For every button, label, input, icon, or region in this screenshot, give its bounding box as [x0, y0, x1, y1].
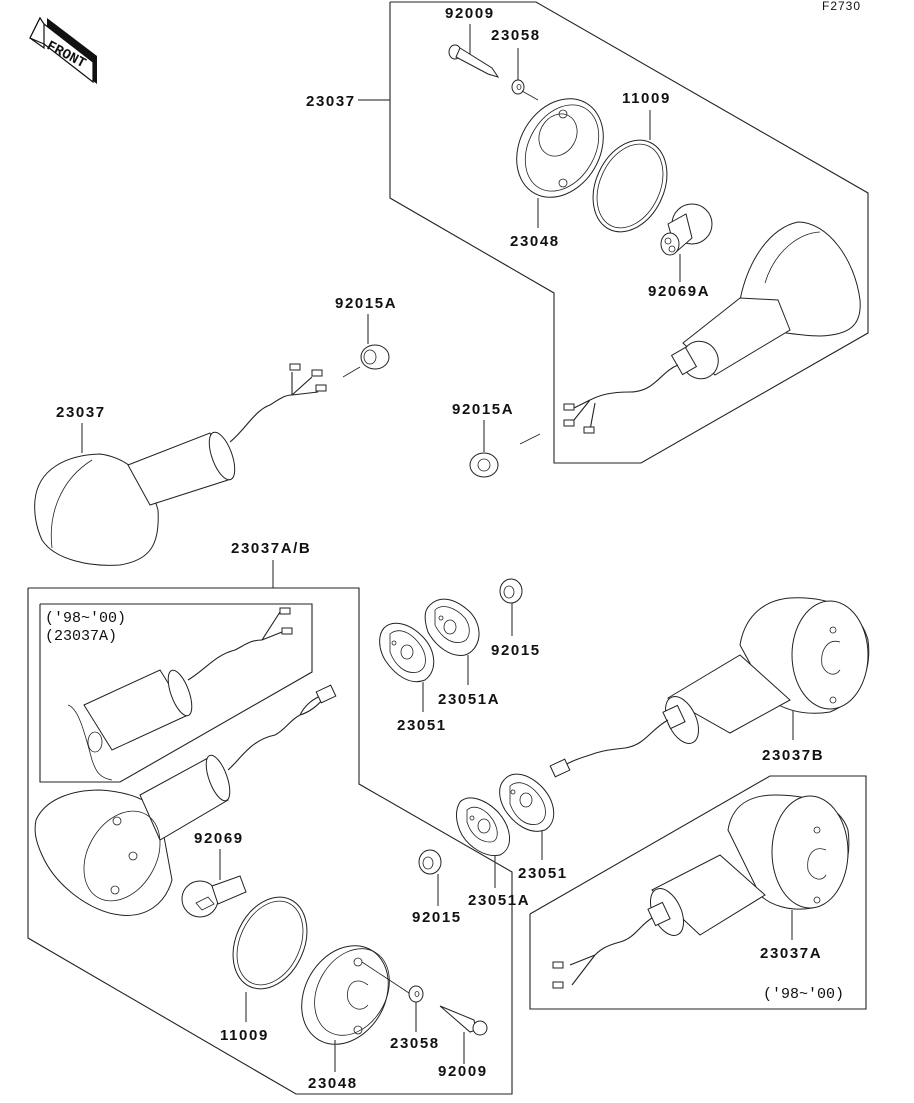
- label-23037-group: 23037: [306, 93, 356, 110]
- indicator-23037-right: [563, 221, 861, 434]
- group-box-23037AB: [27, 587, 513, 1095]
- label-23037AB: 23037A/B: [231, 540, 311, 557]
- gasket-11009-top: [592, 139, 668, 233]
- inset-98-00-bottom: [529, 775, 867, 1010]
- screw-92009-top: [448, 44, 500, 78]
- indicator-23037-left: [34, 363, 327, 566]
- label-23048-bottom: 23048: [308, 1075, 358, 1092]
- bottom-years-label: ('98~'00): [763, 986, 844, 1003]
- indicator-23037B: [549, 597, 870, 778]
- label-92069: 92069: [194, 830, 244, 847]
- front-arrow-icon: FRONT: [29, 16, 97, 84]
- label-23037-left: 23037: [56, 404, 106, 421]
- group-box-23037: [358, 1, 869, 464]
- inset-years-label: ('98~'00): [45, 610, 126, 627]
- gasket-11009-bottom: [232, 896, 308, 990]
- washer-23058-bottom: [408, 985, 424, 1003]
- bulb-92069: [181, 875, 247, 918]
- screw-92009-bottom: [439, 1005, 488, 1036]
- nut-92015A-right: [469, 433, 541, 478]
- label-11009-bottom: 11009: [220, 1027, 269, 1044]
- indicator-housing-rear: [34, 684, 337, 916]
- gasket-23051A-top: [424, 598, 480, 656]
- label-23037B: 23037B: [762, 747, 824, 764]
- label-92015A-left: 92015A: [335, 295, 397, 312]
- label-23051-top: 23051: [397, 717, 447, 734]
- indicator-stalk-inset: [67, 607, 293, 781]
- label-92069A: 92069A: [648, 283, 710, 300]
- gasket-23051-bottom: [499, 773, 555, 832]
- nut-92015-bottom: [418, 849, 442, 875]
- lens-23048-top: [516, 98, 604, 198]
- label-92009-top: 92009: [445, 5, 495, 22]
- label-23051A-top: 23051A: [438, 691, 500, 708]
- label-92009-bottom: 92009: [438, 1063, 488, 1080]
- label-23058-top: 23058: [491, 27, 541, 44]
- label-11009-top: 11009: [622, 90, 671, 107]
- label-23051A-bottom: 23051A: [468, 892, 530, 909]
- inset-98-00-top: [39, 603, 313, 783]
- nut-92015A-left: [342, 344, 390, 378]
- inset-part-label: (23037A): [45, 628, 117, 645]
- label-23037A: 23037A: [760, 945, 822, 962]
- label-92015A-right: 92015A: [452, 401, 514, 418]
- label-92015-bottom: 92015: [412, 909, 462, 926]
- gasket-23051-top: [379, 622, 435, 683]
- label-23051-bottom: 23051: [518, 865, 568, 882]
- nut-92015-top: [499, 578, 523, 604]
- lens-23048-bottom: [301, 945, 413, 1045]
- label-23058-bottom: 23058: [390, 1035, 440, 1052]
- indicator-23037A: [552, 794, 850, 989]
- label-23048-top: 23048: [510, 233, 560, 250]
- bulb-92069A: [660, 203, 713, 256]
- washer-23058-top: [511, 79, 539, 101]
- diagram-code: F2730: [822, 0, 861, 13]
- gasket-23051A-bottom: [456, 797, 510, 857]
- label-92015-top: 92015: [491, 642, 541, 659]
